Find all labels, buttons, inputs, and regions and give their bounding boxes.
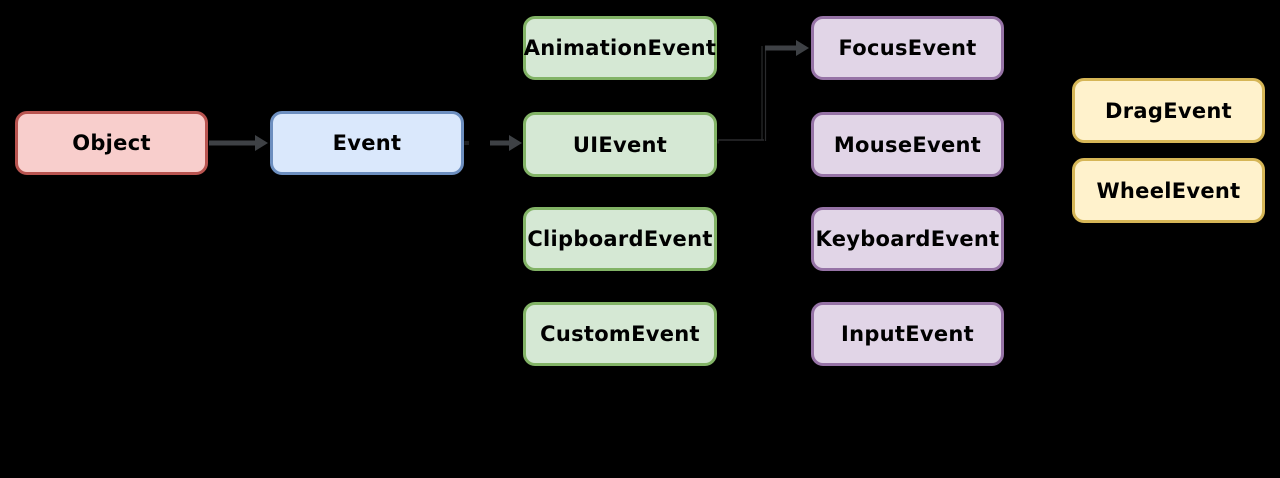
node-label-event: Event bbox=[332, 131, 402, 155]
node-label-clipboardevent: ClipboardEvent bbox=[527, 227, 713, 251]
node-label-customevent: CustomEvent bbox=[540, 322, 700, 346]
node-label-uievent: UIEvent bbox=[572, 132, 668, 157]
node-label-inputevent: InputEvent bbox=[840, 322, 975, 346]
edge-event-to-uievent-arrowhead-icon bbox=[509, 135, 522, 151]
node-keyboardevent: KeyboardEvent bbox=[811, 207, 1004, 271]
node-label-keyboardevent: KeyboardEvent bbox=[815, 227, 1000, 251]
node-focusevent: FocusEvent bbox=[811, 16, 1004, 80]
node-wheelevent: WheelEvent bbox=[1072, 158, 1265, 223]
edge-object-to-event-arrowhead-icon bbox=[255, 135, 268, 151]
node-label-object: Object bbox=[72, 131, 151, 155]
node-label-animationevent: AnimationEvent bbox=[523, 36, 717, 60]
node-label-wheelevent: WheelEvent bbox=[1096, 178, 1241, 203]
node-clipboardevent: ClipboardEvent bbox=[523, 207, 717, 271]
node-dragevent: DragEvent bbox=[1072, 78, 1265, 143]
node-mouseevent: MouseEvent bbox=[811, 112, 1004, 177]
node-label-dragevent: DragEvent bbox=[1105, 98, 1232, 123]
node-inputevent: InputEvent bbox=[811, 302, 1004, 366]
node-label-focusevent: FocusEvent bbox=[838, 36, 977, 60]
node-uievent: UIEvent bbox=[523, 112, 717, 177]
node-customevent: CustomEvent bbox=[523, 302, 717, 366]
node-event: Event bbox=[270, 111, 464, 175]
node-label-mouseevent: MouseEvent bbox=[833, 132, 982, 157]
node-object: Object bbox=[15, 111, 208, 175]
node-animationevent: AnimationEvent bbox=[523, 16, 717, 80]
edge-uievent-to-focusevent-arrowhead-icon bbox=[796, 40, 809, 56]
